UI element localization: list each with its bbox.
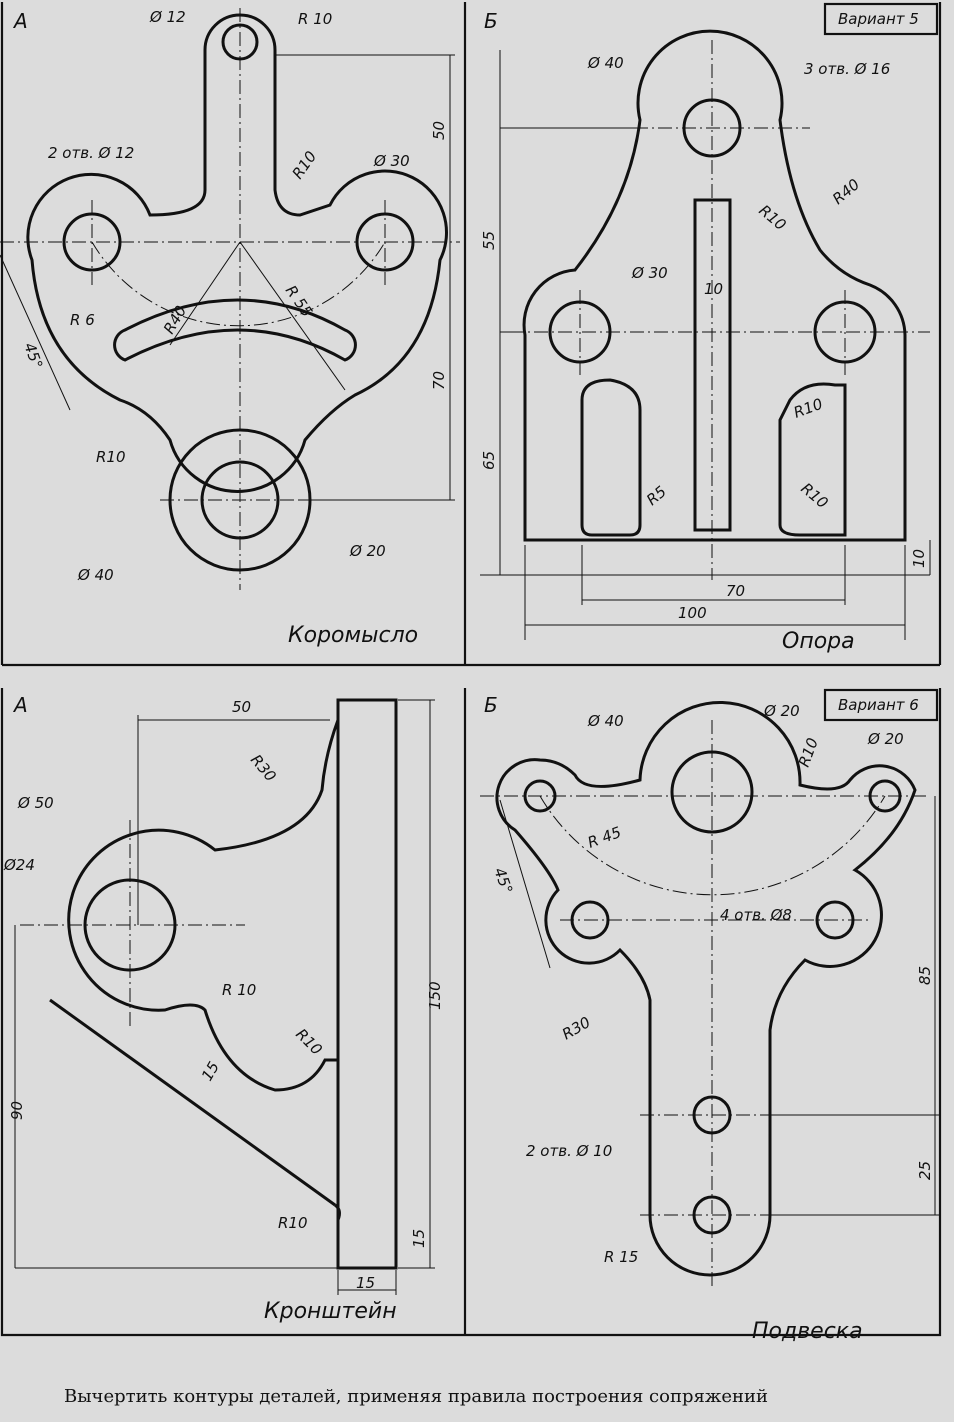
task-caption: Вычертить контуры деталей, применяя прав… xyxy=(64,1386,768,1407)
opora-labels: Б Вариант 5 Ø 40 3 отв. Ø 16 R40 R10 55 … xyxy=(480,9,928,654)
dimension-label: Ø24 xyxy=(3,856,35,874)
koromyslo-labels: А Ø 12 R 10 50 2 отв. Ø 12 R10 Ø 30 R 6 … xyxy=(12,8,448,648)
dimension-label: Ø 20 xyxy=(763,702,800,720)
dimension-label: 45° xyxy=(20,340,46,371)
dimension-label: Ø 12 xyxy=(149,8,186,26)
dimension-label: R10 xyxy=(755,201,789,234)
part-opora xyxy=(480,29,931,640)
dimension-label: 100 xyxy=(678,604,707,622)
corner-label: А xyxy=(12,693,28,717)
dimension-label: Ø 30 xyxy=(631,264,668,282)
podveska-labels: Б Вариант 6 Ø 40 Ø 20 R10 Ø 20 R 45 45° … xyxy=(484,693,934,1344)
dimension-label: Ø 40 xyxy=(587,54,624,72)
dimension-label: 70 xyxy=(430,371,448,390)
corner-label: Б xyxy=(484,9,498,33)
frames xyxy=(0,2,942,1337)
dimension-label: 3 отв. Ø 16 xyxy=(804,60,890,78)
dimension-label: Ø 40 xyxy=(77,566,114,584)
dimension-label: 15 xyxy=(198,1058,223,1084)
dimension-label: R10 xyxy=(289,148,321,183)
dimension-label: R5 xyxy=(643,482,670,509)
dimension-label: 50 xyxy=(232,698,251,716)
dimension-label: 55 xyxy=(480,231,498,250)
dimension-label: 15 xyxy=(356,1274,375,1292)
variant-label: Вариант 6 xyxy=(838,696,919,714)
dimension-label: 70 xyxy=(726,582,745,600)
dimension-label: 15 xyxy=(410,1229,428,1248)
dimension-label: R10 xyxy=(797,479,831,512)
dimension-label: R 6 xyxy=(70,311,95,329)
dimension-label: R40 xyxy=(829,175,863,208)
part-title: Опора xyxy=(782,629,855,654)
dimension-label: Ø 20 xyxy=(349,542,386,560)
dimension-label: Ø 30 xyxy=(373,152,410,170)
variant-label: Вариант 5 xyxy=(838,10,919,28)
part-title: Подвеска xyxy=(752,1319,863,1344)
dimension-label: R 45 xyxy=(585,823,623,852)
dimension-label: 10 xyxy=(704,280,723,298)
dimension-label: 90 xyxy=(8,1101,26,1120)
part-title: Кронштейн xyxy=(264,1299,397,1324)
dimension-label: R10 xyxy=(795,735,822,769)
kronshtein-labels: А 50 R30 Ø 50 Ø24 150 R 10 R10 15 90 R10… xyxy=(3,693,444,1324)
dimension-label: R10 xyxy=(96,448,126,466)
dimension-label: 85 xyxy=(916,966,934,985)
dimension-label: Ø 40 xyxy=(587,712,624,730)
dimension-label: 45° xyxy=(490,865,516,896)
part-koromyslo xyxy=(0,8,460,590)
dimension-label: 65 xyxy=(480,451,498,470)
part-title: Коромысло xyxy=(288,623,418,648)
dimension-label: R 10 xyxy=(222,981,256,999)
dimension-label: 150 xyxy=(426,981,444,1010)
dimension-label: R30 xyxy=(247,751,280,785)
dimension-label: Ø 50 xyxy=(17,794,54,812)
dimension-label: R 10 xyxy=(298,10,332,28)
dimension-label: R 15 xyxy=(604,1248,638,1266)
dimension-label: R10 xyxy=(278,1214,308,1232)
dimension-label: 2 отв. Ø 10 xyxy=(526,1142,612,1160)
dimension-label: R30 xyxy=(559,1013,594,1043)
dimension-label: R10 xyxy=(791,395,825,422)
dimension-label: 25 xyxy=(916,1161,934,1180)
corner-label: А xyxy=(12,9,28,33)
part-kronshtein xyxy=(14,698,435,1295)
dimension-label: 4 отв. Ø8 xyxy=(720,906,792,924)
dimension-label: 10 xyxy=(910,549,928,568)
dimension-label: 2 отв. Ø 12 xyxy=(48,144,134,162)
dimension-label: 50 xyxy=(430,121,448,140)
dimension-label: R10 xyxy=(292,1025,326,1059)
corner-label: Б xyxy=(484,693,498,717)
dimension-label: Ø 20 xyxy=(867,730,904,748)
part-podveska xyxy=(480,701,940,1290)
